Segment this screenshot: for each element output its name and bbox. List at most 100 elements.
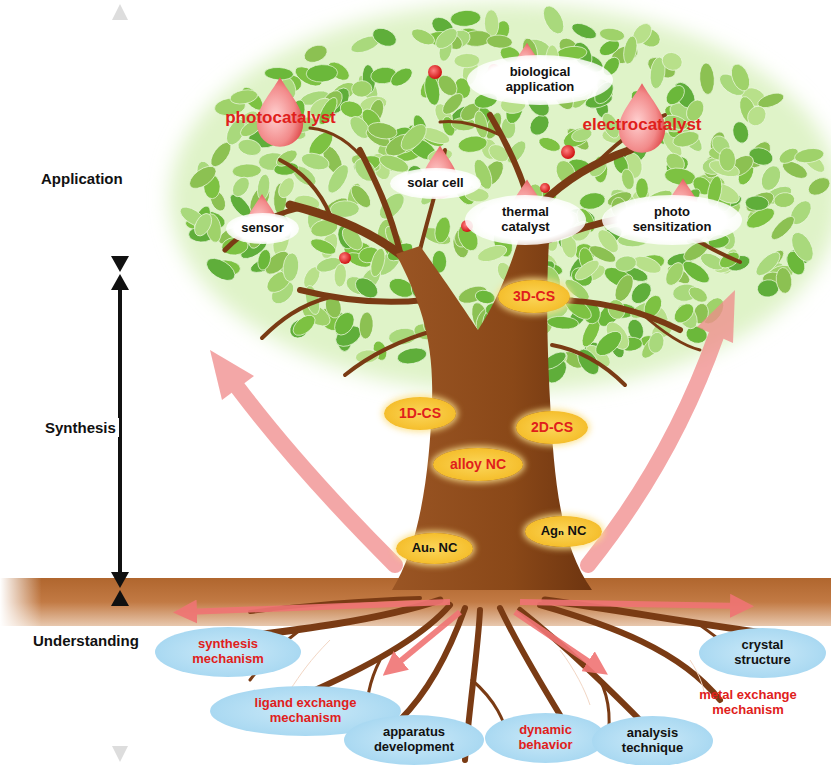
- synthesis-ellipse: 3D-CS: [498, 280, 570, 313]
- leaf: [229, 174, 253, 200]
- node-text: photocatalyst: [225, 108, 336, 127]
- leaf: [547, 315, 579, 330]
- synthesis-ellipse: Auₙ NC: [396, 533, 473, 564]
- node-text: Agₙ NC: [541, 524, 587, 539]
- leaf: [396, 346, 428, 367]
- leaf: [775, 267, 793, 295]
- leaf: [368, 247, 388, 278]
- leaf: [572, 257, 602, 284]
- node-text: 1D-CS: [399, 406, 441, 422]
- leaf: [647, 331, 666, 355]
- synthesis-ellipse: Agₙ NC: [525, 516, 602, 547]
- node-text: thermal catalyst: [486, 205, 566, 234]
- leaf: [282, 252, 300, 282]
- leaf: [351, 80, 372, 97]
- node-text: synthesis mechanism: [178, 637, 278, 666]
- node-text: crystal structure: [720, 638, 805, 667]
- leaf: [308, 236, 338, 258]
- node-text: solar cell: [407, 176, 463, 191]
- leaf: [662, 260, 687, 289]
- node-text: electrocatalyst: [582, 115, 701, 134]
- leaf: [787, 229, 818, 265]
- leaf: [275, 175, 297, 200]
- leaf: [794, 146, 825, 164]
- leaf: [232, 163, 262, 178]
- leaf: [744, 103, 770, 130]
- node-text: analysis technique: [613, 726, 693, 755]
- leaf: [191, 211, 215, 239]
- leaf: [302, 42, 330, 66]
- leaf: [745, 195, 769, 211]
- leaf: [731, 120, 751, 145]
- node-text: 3D-CS: [513, 289, 555, 305]
- leaf: [587, 242, 618, 266]
- understanding-ellipse: dynamic behavior: [485, 713, 606, 763]
- node-text: 2D-CS: [531, 420, 573, 436]
- node-text: dynamic behavior: [506, 723, 586, 752]
- node-text: photo sensitization: [625, 205, 720, 234]
- leaf: [366, 120, 398, 141]
- leaf: [306, 64, 338, 83]
- application-ellipse: solar cell: [390, 168, 481, 199]
- understanding-ellipse: analysis technique: [592, 716, 713, 765]
- leaf: [773, 191, 796, 209]
- leaf: [454, 53, 480, 68]
- leaf: [718, 147, 736, 171]
- leaf: [299, 150, 330, 172]
- leaf: [671, 300, 698, 327]
- leaf: [539, 3, 568, 38]
- node-text: metal exchange mechanism: [688, 688, 808, 717]
- leaf: [203, 254, 239, 285]
- leaf: [663, 82, 689, 108]
- leaf: [186, 162, 220, 193]
- leaf: [728, 61, 754, 93]
- leaf: [229, 88, 259, 106]
- synthesis-ellipse: 2D-CS: [516, 411, 588, 444]
- leaf: [331, 309, 359, 339]
- understanding-item: metal exchange mechanism: [684, 685, 812, 721]
- leaf: [686, 284, 710, 306]
- leaf: [409, 26, 437, 49]
- leaf: [370, 25, 400, 50]
- leaf: [347, 182, 374, 211]
- node-text: ligand exchange mechanism: [238, 696, 373, 725]
- node-text: apparatus development: [367, 725, 462, 754]
- leaf: [570, 20, 599, 42]
- leaf: [387, 64, 415, 89]
- leaf: [599, 27, 626, 43]
- application-drop: photocatalyst: [221, 105, 340, 131]
- leaf: [620, 168, 636, 191]
- leaf: [758, 163, 785, 194]
- understanding-ellipse: synthesis mechanism: [155, 627, 301, 677]
- leaf: [659, 49, 685, 73]
- leaf: [236, 137, 263, 158]
- node-text: biological application: [490, 65, 590, 94]
- node-text: sensor: [241, 221, 284, 236]
- leaf: [397, 120, 431, 155]
- leaf: [591, 327, 626, 361]
- leaf: [699, 62, 716, 95]
- application-drop: electrocatalyst: [578, 112, 706, 138]
- leaf: [289, 311, 318, 339]
- node-text: Auₙ NC: [412, 541, 458, 556]
- understanding-ellipse: crystal structure: [699, 628, 826, 678]
- leaf: [486, 34, 513, 49]
- node-text: alloy NC: [450, 457, 506, 473]
- axis-label: Synthesis: [42, 418, 119, 437]
- axis-label: Application: [38, 169, 126, 188]
- application-ellipse: photo sensitization: [602, 195, 742, 245]
- leaf: [264, 67, 294, 81]
- synthesis-ellipse: alloy NC: [433, 448, 523, 481]
- understanding-ellipse: apparatus development: [344, 715, 484, 765]
- leaf: [614, 254, 638, 273]
- application-ellipse: thermal catalyst: [465, 195, 586, 245]
- leaf: [256, 248, 273, 271]
- leaf: [805, 174, 831, 199]
- axis-label: Understanding: [30, 631, 142, 650]
- leaf: [358, 312, 374, 340]
- application-ellipse: biological application: [467, 55, 613, 105]
- leaf: [338, 98, 365, 120]
- leaf: [627, 279, 655, 308]
- leaf: [433, 216, 453, 245]
- application-ellipse: sensor: [226, 213, 299, 244]
